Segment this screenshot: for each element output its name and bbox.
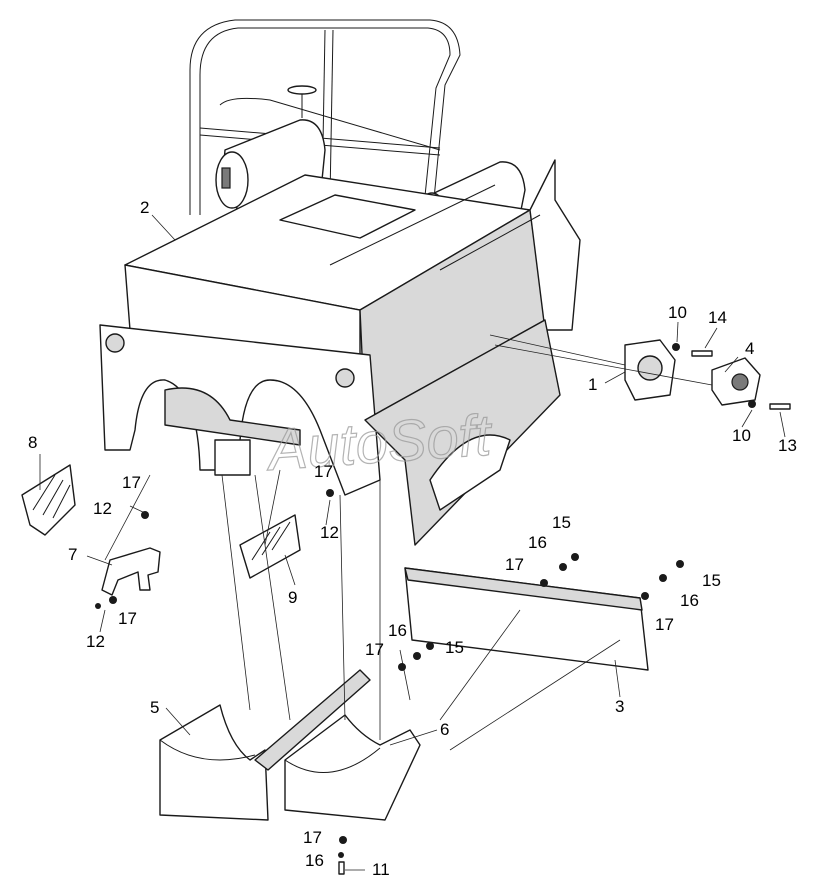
callout-1: 1: [588, 375, 597, 394]
callout-10-upper: 10: [668, 303, 687, 322]
callout-14: 14: [708, 308, 727, 327]
callout-2: 2: [140, 198, 149, 217]
front-plate: [99, 324, 381, 496]
callout-17-bottomleft: 17: [118, 609, 137, 628]
mushroom-vent: [287, 85, 317, 118]
part-6-cover: [284, 714, 421, 821]
part-5-cover: [159, 669, 371, 821]
part-3-skirt: [404, 567, 649, 671]
callout-3: 3: [615, 697, 624, 716]
part-9-guard: [239, 514, 301, 579]
callout-16-bottom: 16: [305, 851, 324, 870]
callout-15-top: 15: [552, 513, 571, 532]
part-7-bracket: [101, 547, 161, 596]
callout-16-mid: 16: [388, 621, 407, 640]
callout-12-mid: 12: [320, 523, 339, 542]
callout-5: 5: [150, 698, 159, 717]
callout-15-mid: 15: [445, 638, 464, 657]
callout-labels: 1 2 3 4 5 6 7 8 9 10 10 11 12 12 12 13 1…: [28, 198, 797, 879]
callout-17-bottom: 17: [303, 828, 322, 847]
part-14-bolt: [691, 350, 713, 357]
callout-17-right: 17: [655, 615, 674, 634]
callout-17-left: 17: [122, 473, 141, 492]
part-1-bracket: [624, 339, 676, 401]
callout-4: 4: [745, 339, 754, 358]
part-13-bolt: [769, 403, 791, 410]
callout-17-top: 17: [505, 555, 524, 574]
callout-15-right: 15: [702, 571, 721, 590]
callout-16-right: 16: [680, 591, 699, 610]
part-8-guard: [21, 464, 76, 536]
callout-17-mid: 17: [314, 462, 333, 481]
side-lower-plate: [364, 319, 561, 546]
callout-8: 8: [28, 433, 37, 452]
part-10-washer-lower: [748, 400, 756, 408]
callout-13: 13: [778, 436, 797, 455]
callout-12-bottom: 12: [86, 632, 105, 651]
part-10-washer-upper: [672, 343, 680, 351]
callout-11: 11: [372, 860, 390, 879]
callout-7: 7: [68, 545, 77, 564]
callout-12-left: 12: [93, 499, 112, 518]
part-4-hinge: [711, 357, 761, 406]
callout-6: 6: [440, 720, 449, 739]
callout-17-center: 17: [365, 640, 384, 659]
callout-10-lower: 10: [732, 426, 751, 445]
callout-9: 9: [288, 588, 297, 607]
callout-leaders: [39, 214, 786, 871]
callout-16-top: 16: [528, 533, 547, 552]
